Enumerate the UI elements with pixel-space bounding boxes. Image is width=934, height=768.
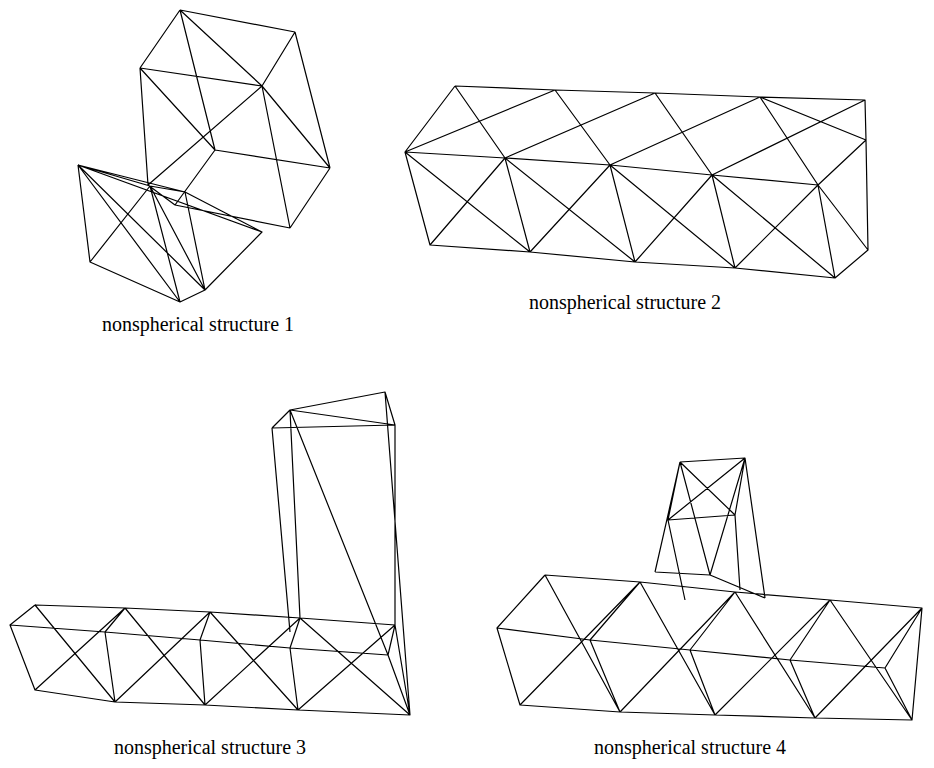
caption-label: nonspherical structure 1 [102, 312, 294, 336]
wireframe-structure-3 [10, 392, 410, 715]
wireframe-structure-1 [78, 10, 330, 302]
caption-label: nonspherical structure 3 [114, 735, 306, 759]
wireframe-structure-4 [497, 458, 922, 720]
caption-label: nonspherical structure 4 [594, 735, 786, 759]
wireframe-structure-2 [405, 86, 868, 278]
caption-label: nonspherical structure 2 [529, 290, 721, 314]
